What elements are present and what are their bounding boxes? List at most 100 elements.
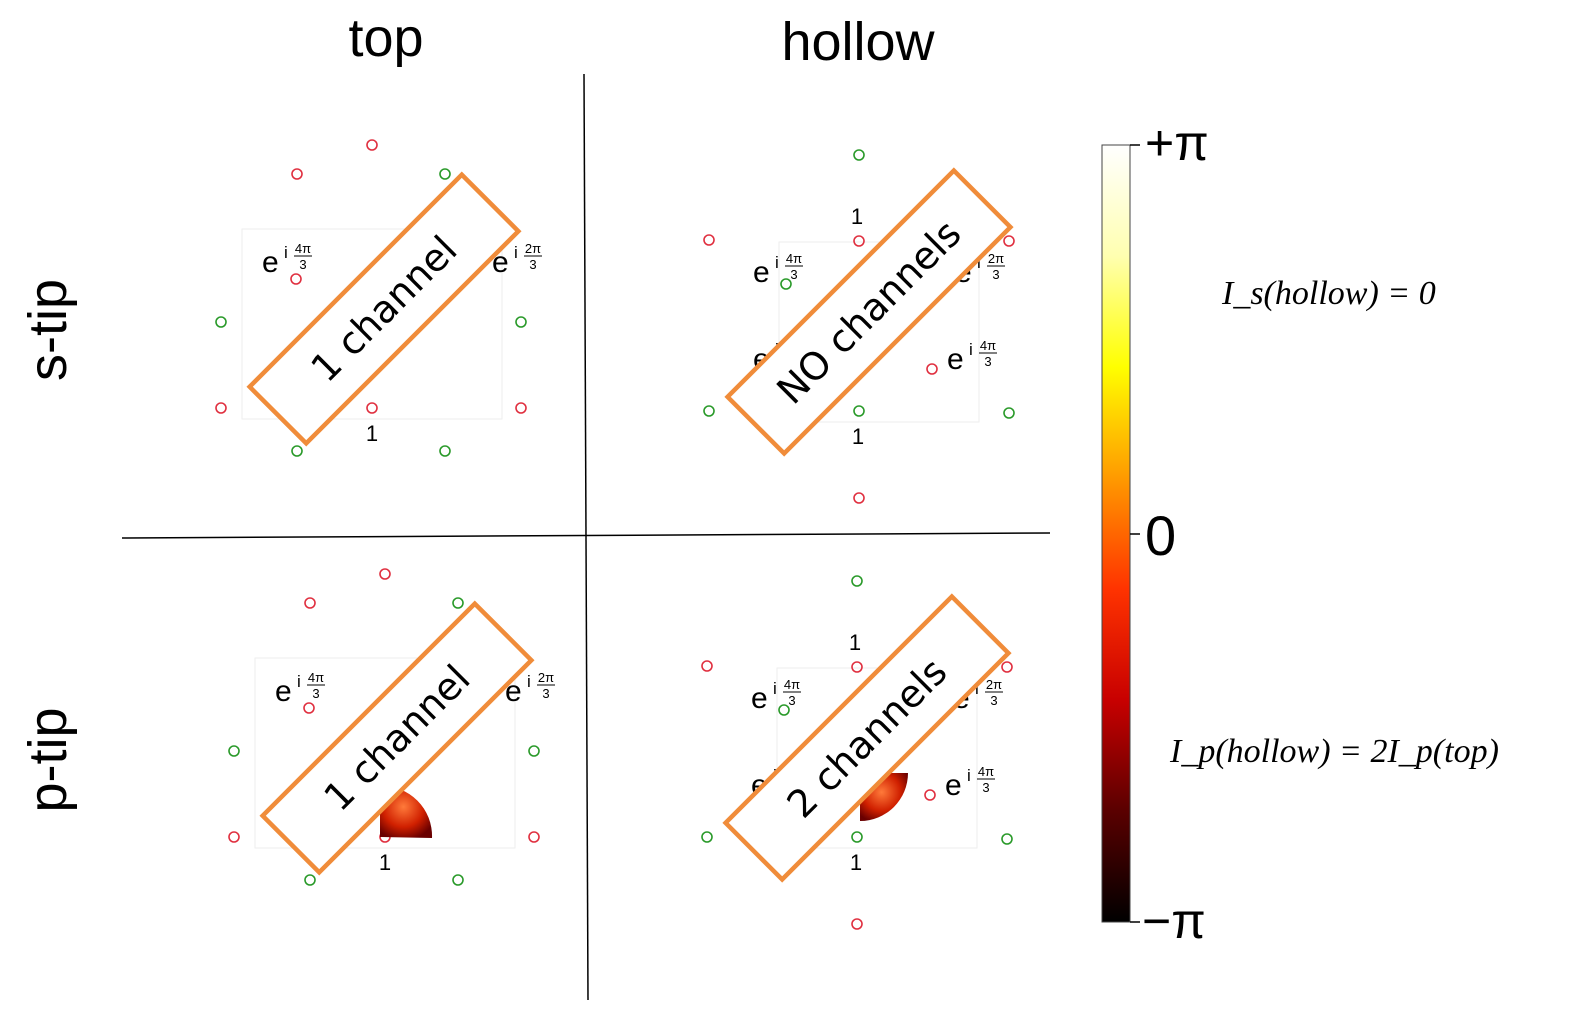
site-red: [1001, 661, 1013, 673]
site-red: [701, 660, 713, 672]
svg-text:3: 3: [312, 686, 319, 701]
svg-text:3: 3: [542, 686, 549, 701]
svg-text:2π: 2π: [988, 251, 1004, 266]
svg-text:3: 3: [992, 267, 999, 282]
channel-box: 2 channels: [722, 593, 1012, 883]
vertical-divider: [583, 73, 589, 1001]
site-green: [215, 316, 227, 328]
svg-text:2π: 2π: [538, 670, 554, 685]
site-red: [851, 661, 863, 673]
svg-text:3: 3: [982, 780, 989, 795]
svg-text:3: 3: [790, 267, 797, 282]
svg-text:4π: 4π: [308, 670, 324, 685]
channel-box-outline: [259, 600, 535, 876]
channel-box: NO channels: [724, 167, 1014, 457]
site-green: [515, 316, 527, 328]
site-green: [778, 704, 790, 716]
svg-text:2π: 2π: [986, 677, 1002, 692]
colorbar: [1101, 144, 1131, 923]
svg-text:2π: 2π: [525, 241, 541, 256]
site-red: [926, 363, 938, 375]
row-header-s-tip: s-tip: [18, 279, 78, 381]
svg-text:i: i: [297, 672, 301, 691]
colorbar-label-mid: 0: [1145, 504, 1176, 567]
site-green: [452, 597, 464, 609]
svg-text:4π: 4π: [978, 764, 994, 779]
site-red: [528, 831, 540, 843]
site-red: [290, 273, 302, 285]
channel-box-outline: [246, 171, 522, 447]
phase-label-bottom: 1: [379, 850, 391, 875]
site-green: [851, 831, 863, 843]
svg-text:i: i: [969, 340, 973, 359]
panel-frame: [778, 241, 980, 423]
site-green: [780, 278, 792, 290]
svg-text:3: 3: [990, 693, 997, 708]
column-header-hollow: hollow: [781, 12, 935, 72]
site-green: [853, 149, 865, 161]
column-header-top: top: [348, 8, 423, 68]
site-green: [1003, 407, 1015, 419]
site-red: [924, 789, 936, 801]
svg-text:3: 3: [984, 354, 991, 369]
site-red: [1003, 235, 1015, 247]
svg-text:i: i: [514, 243, 518, 262]
svg-text:4π: 4π: [786, 251, 802, 266]
phase-label-top: 1: [851, 204, 863, 229]
site-green: [701, 831, 713, 843]
svg-text:i: i: [775, 253, 779, 272]
svg-text:i: i: [284, 243, 288, 262]
svg-text:e: e: [945, 769, 962, 802]
site-red: [366, 402, 378, 414]
site-green: [439, 445, 451, 457]
panel-p-tip-hollow: 1ei4π3ei2π3ei4π3ei2π312 channels: [701, 575, 1013, 930]
panel-frame: [776, 667, 978, 849]
site-green: [452, 874, 464, 886]
site-red: [304, 597, 316, 609]
site-green: [439, 168, 451, 180]
site-red: [303, 702, 315, 714]
panel-s-tip-hollow: 1ei4π3ei2π3ei4π3ei2π31NO channels: [703, 149, 1015, 504]
phase-label-bottom: 1: [852, 424, 864, 449]
panel-frame: [241, 228, 503, 420]
site-red: [228, 831, 240, 843]
svg-text:3: 3: [529, 257, 536, 272]
svg-text:4π: 4π: [784, 677, 800, 692]
site-green: [228, 745, 240, 757]
site-green: [851, 575, 863, 587]
svg-text:i: i: [527, 672, 531, 691]
svg-text:e: e: [751, 682, 768, 715]
panel-frame: [254, 657, 516, 849]
site-red: [515, 402, 527, 414]
svg-text:i: i: [773, 679, 777, 698]
svg-text:e: e: [262, 246, 279, 279]
svg-text:4π: 4π: [295, 241, 311, 256]
equation-s-tip: I_s(hollow) = 0: [1221, 275, 1436, 312]
channel-box: 1 channel: [246, 171, 522, 447]
svg-text:e: e: [753, 256, 770, 289]
colorbar-label-min: −π: [1142, 893, 1206, 949]
colorbar-label-max: +π: [1145, 115, 1209, 171]
svg-text:3: 3: [788, 693, 795, 708]
site-red: [851, 918, 863, 930]
site-red: [853, 235, 865, 247]
equation-p-tip: I_p(hollow) = 2I_p(top): [1169, 733, 1499, 770]
site-red: [291, 168, 303, 180]
svg-text:3: 3: [299, 257, 306, 272]
phase-label-bottom: 1: [850, 850, 862, 875]
site-green: [853, 405, 865, 417]
horizontal-divider: [121, 532, 1051, 539]
site-red: [379, 568, 391, 580]
site-red: [853, 492, 865, 504]
site-red: [703, 234, 715, 246]
svg-text:e: e: [275, 675, 292, 708]
phase-label-bottom: 1: [366, 421, 378, 446]
